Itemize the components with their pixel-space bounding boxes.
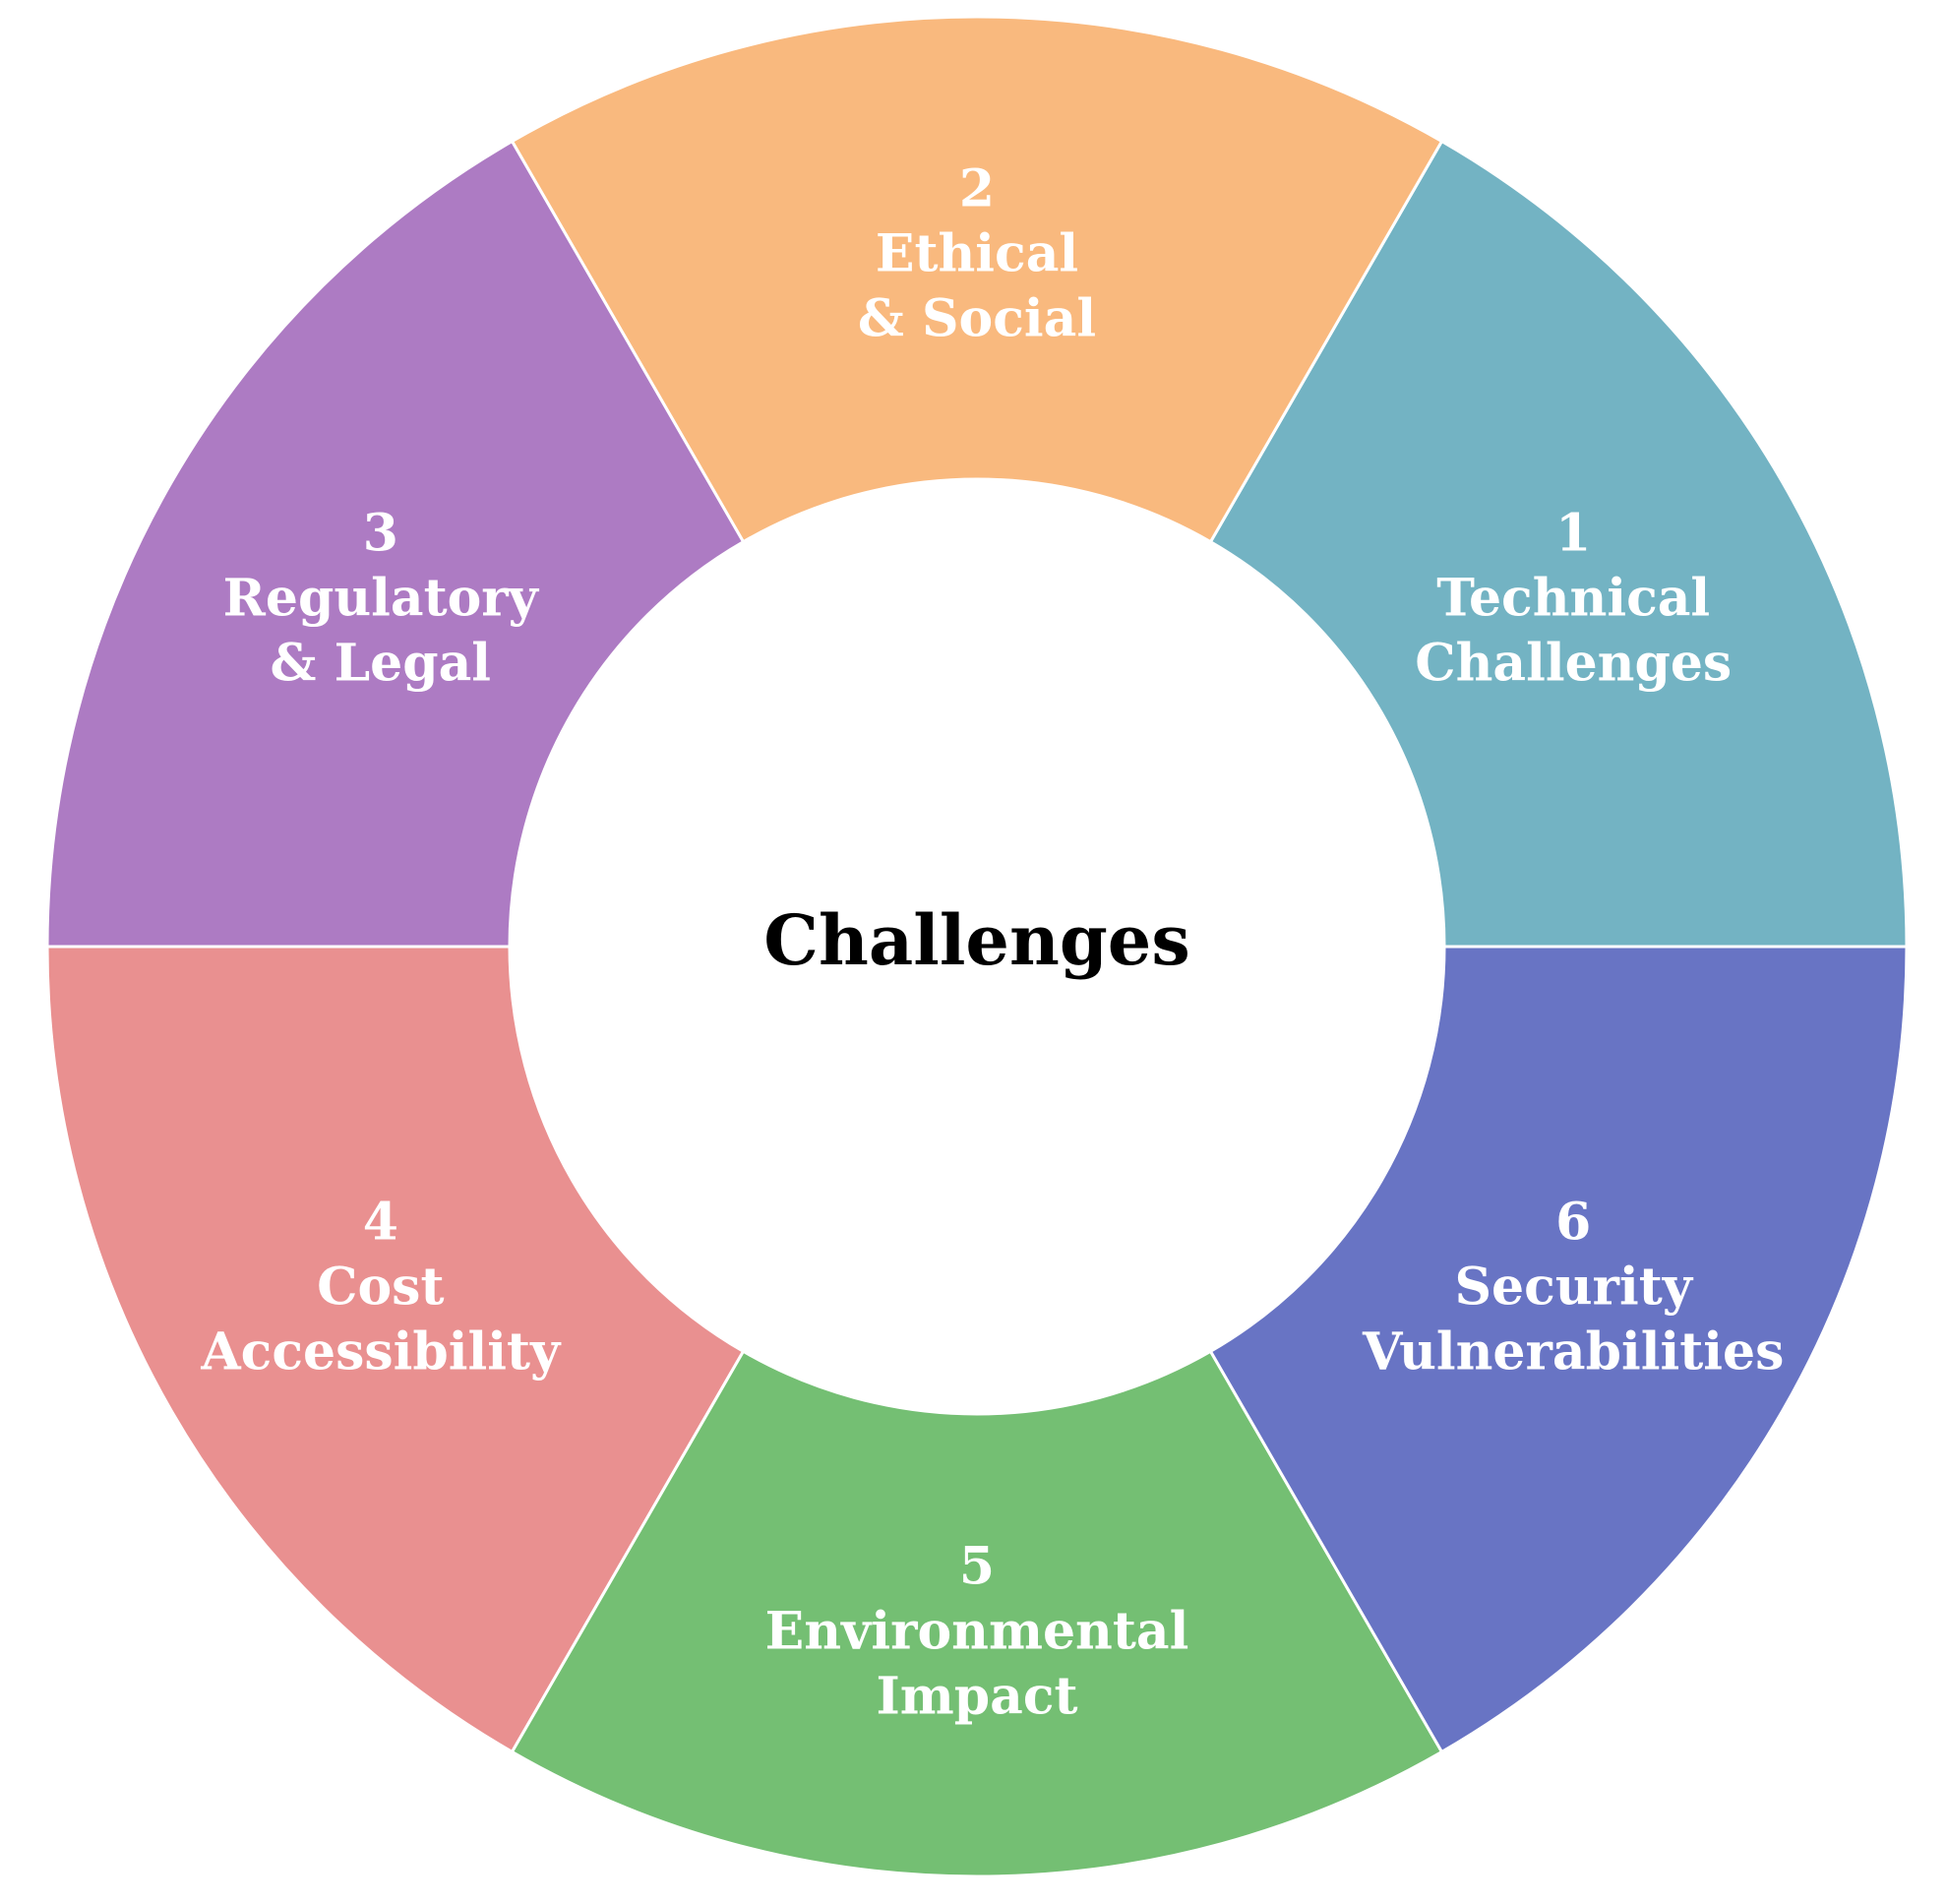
segment-5-label-line-1: Environmental <box>765 1602 1189 1662</box>
segment-1-number: 1 <box>1555 504 1591 564</box>
segment-2-label-line-1: Ethical <box>876 224 1078 284</box>
segment-6-label-line-2: Vulnerabilities <box>1362 1322 1784 1382</box>
center-circle <box>510 479 1444 1414</box>
segment-2-label-line-2: & Social <box>858 289 1096 349</box>
segment-6-label-line-1: Security <box>1454 1258 1693 1318</box>
segment-4-number: 4 <box>363 1193 398 1253</box>
segment-1-label-line-1: Technical <box>1436 569 1710 629</box>
center-title: Challenges <box>763 899 1189 981</box>
segment-4-label-line-1: Cost <box>317 1258 444 1318</box>
segment-3-label-line-1: Regulatory <box>223 569 540 629</box>
ring-segments <box>45 15 1909 1878</box>
segment-5-label-line-2: Impact <box>876 1667 1077 1727</box>
segment-5-number: 5 <box>959 1537 995 1597</box>
segment-3-label-line-2: & Legal <box>271 634 492 694</box>
segment-4-label-line-2: Accessibility <box>200 1322 562 1382</box>
segment-6-number: 6 <box>1555 1193 1591 1253</box>
segment-3-number: 3 <box>363 504 398 564</box>
segment-2-number: 2 <box>959 159 995 219</box>
segment-1-label-line-2: Challenges <box>1415 634 1732 694</box>
